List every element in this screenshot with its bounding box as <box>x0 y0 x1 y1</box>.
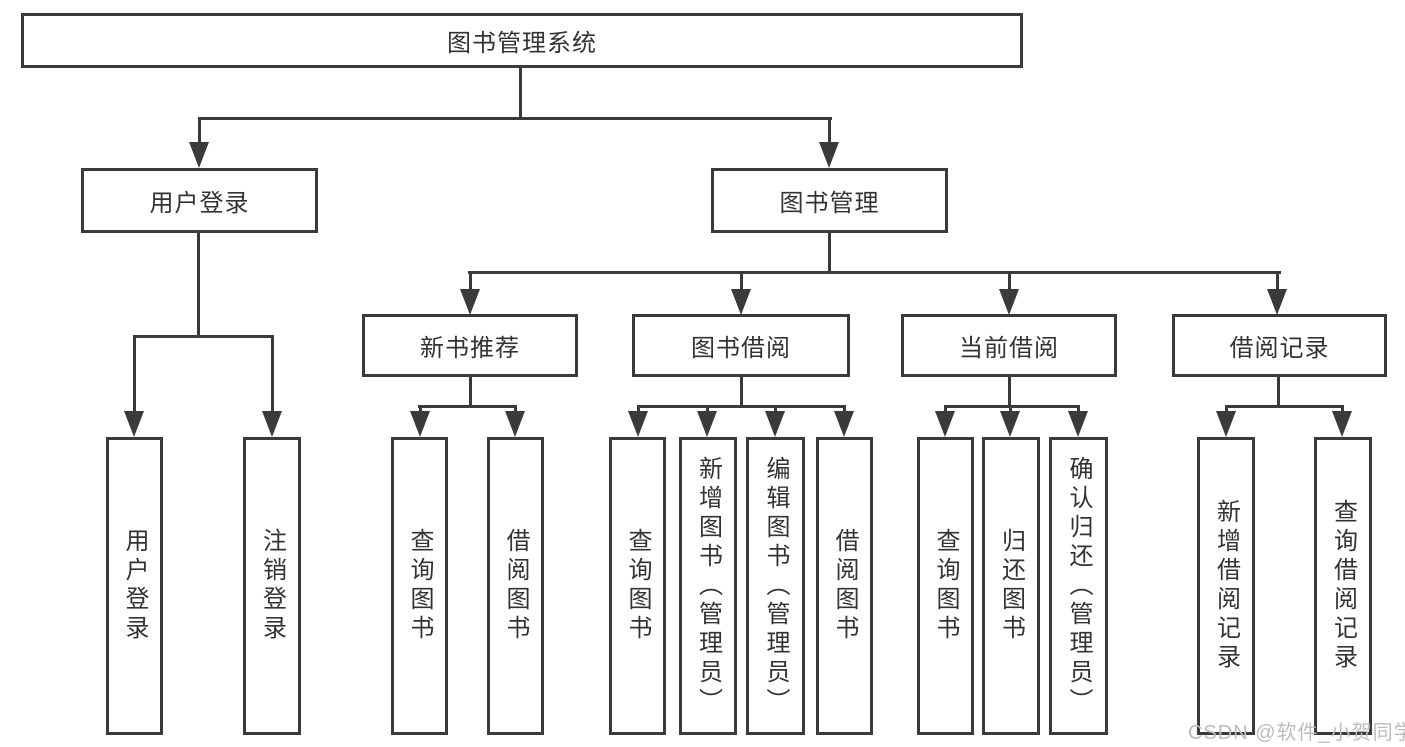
connector-arrow-line-book-borrow <box>740 271 743 290</box>
node-label: 图书管理系统 <box>447 30 597 57</box>
node-label: 新增图书（管理员） <box>694 455 722 717</box>
node-label: 当前借阅 <box>959 335 1059 362</box>
node-label: 查询图书 <box>624 528 651 644</box>
leaf-confirm-return-admin: 确认归还（管理员） <box>1049 437 1108 735</box>
arrow-down-icon <box>505 411 525 437</box>
connector-root-stem <box>519 66 522 119</box>
node-label: 新书推荐 <box>420 335 520 362</box>
connector-arrow-line-logout-leaf <box>271 335 274 413</box>
node-label: 借阅图书 <box>502 528 529 644</box>
leaf-edit-books-admin: 编辑图书（管理员） <box>746 437 805 735</box>
arrow-down-icon <box>410 411 430 437</box>
connector-book-mgmt-bar <box>468 271 1281 274</box>
arrow-down-icon <box>731 289 751 315</box>
arrow-down-icon <box>189 142 209 168</box>
leaf-return-books: 归还图书 <box>982 437 1040 735</box>
node-label: 查询借阅记录 <box>1329 499 1357 673</box>
arrow-down-icon <box>460 289 480 315</box>
connector-arrow-line-login-leaf <box>133 335 136 413</box>
connector-user-login-stem <box>197 230 200 337</box>
arrow-down-icon <box>1000 411 1020 437</box>
node-label: 借阅图书 <box>831 528 858 644</box>
node-book-management: 图书管理 <box>711 168 948 233</box>
leaf-query-books-bb: 查询图书 <box>609 437 666 735</box>
node-label: 查询图书 <box>932 528 959 644</box>
leaf-borrow-books-rec: 借阅图书 <box>487 437 544 735</box>
connector-arrow-line <box>944 405 947 413</box>
connector-arrow-line-user-login <box>198 117 201 144</box>
connector-arrow-line <box>1077 405 1080 413</box>
node-label: 新增借阅记录 <box>1212 499 1240 673</box>
arrow-down-icon <box>935 411 955 437</box>
arrow-down-icon <box>819 142 839 168</box>
node-label: 借阅记录 <box>1229 335 1330 362</box>
leaf-user-login: 用户登录 <box>106 437 163 735</box>
connector-user-login-bar <box>133 335 273 338</box>
connector-arrow-line-new-book-rec <box>469 271 472 290</box>
connector-new-book-rec-bar <box>418 405 517 408</box>
node-label: 编辑图书（管理员） <box>762 455 789 717</box>
node-label: 图书管理 <box>779 190 880 217</box>
node-label: 用户登录 <box>149 190 250 217</box>
leaf-query-books-cb: 查询图书 <box>917 437 974 735</box>
leaf-borrow-books-bb: 借阅图书 <box>816 437 873 735</box>
connector-book-borrow-stem <box>740 374 743 408</box>
connector-arrow-line-borrow-records <box>1276 271 1279 290</box>
connector-arrow-line <box>774 405 777 413</box>
connector-arrow-line <box>637 405 640 413</box>
csdn-watermark: CSDN @软件_小贺同学 <box>1188 722 1405 744</box>
connector-book-borrow-bar <box>637 405 846 408</box>
node-root-system: 图书管理系统 <box>21 13 1023 68</box>
connector-current-borrow-bar <box>944 405 1080 408</box>
arrow-down-icon <box>124 411 144 437</box>
leaf-logout: 注销登录 <box>243 437 301 735</box>
arrow-down-icon <box>1267 289 1287 315</box>
node-borrowing-records: 借阅记录 <box>1172 314 1387 377</box>
connector-arrow-line <box>1009 405 1012 413</box>
node-new-book-recommend: 新书推荐 <box>362 314 578 377</box>
node-label: 归还图书 <box>997 528 1025 644</box>
arrow-down-icon <box>765 411 785 437</box>
connector-arrow-line-current-borrow <box>1008 271 1011 290</box>
node-label: 用户登录 <box>121 528 148 644</box>
connector-borrow-records-stem <box>1277 374 1280 408</box>
node-book-borrowing: 图书借阅 <box>632 314 850 377</box>
arrow-down-icon <box>262 411 282 437</box>
connector-arrow-line <box>514 405 517 413</box>
connector-arrow-line <box>843 405 846 413</box>
arrow-down-icon <box>1332 411 1352 437</box>
arrow-down-icon <box>999 289 1019 315</box>
arrow-down-icon <box>1216 411 1236 437</box>
node-user-login: 用户登录 <box>81 168 318 233</box>
leaf-add-borrow-record: 新增借阅记录 <box>1197 437 1255 735</box>
node-label: 注销登录 <box>258 528 286 644</box>
node-current-borrowing: 当前借阅 <box>901 314 1117 377</box>
leaf-add-books-admin: 新增图书（管理员） <box>679 437 737 735</box>
arrow-down-icon <box>1068 411 1088 437</box>
connector-borrow-records-bar <box>1225 405 1344 408</box>
connector-arrow-line <box>1225 405 1228 413</box>
node-label: 确认归还（管理员） <box>1065 455 1092 717</box>
leaf-query-books-rec: 查询图书 <box>391 437 448 735</box>
connector-arrow-line <box>1341 405 1344 413</box>
arrow-down-icon <box>628 411 648 437</box>
connector-new-book-rec-stem <box>469 374 472 408</box>
connector-arrow-line <box>419 405 422 413</box>
node-label: 图书借阅 <box>691 335 791 362</box>
connector-current-borrow-stem <box>1008 374 1011 408</box>
node-label: 查询图书 <box>406 528 433 644</box>
connector-root-bar <box>198 117 832 120</box>
arrow-down-icon <box>834 411 854 437</box>
leaf-query-borrow-record: 查询借阅记录 <box>1314 437 1372 735</box>
connector-arrow-line-book-mgmt <box>828 117 831 144</box>
connector-book-mgmt-stem <box>828 230 831 274</box>
arrow-down-icon <box>697 411 717 437</box>
connector-arrow-line <box>706 405 709 413</box>
